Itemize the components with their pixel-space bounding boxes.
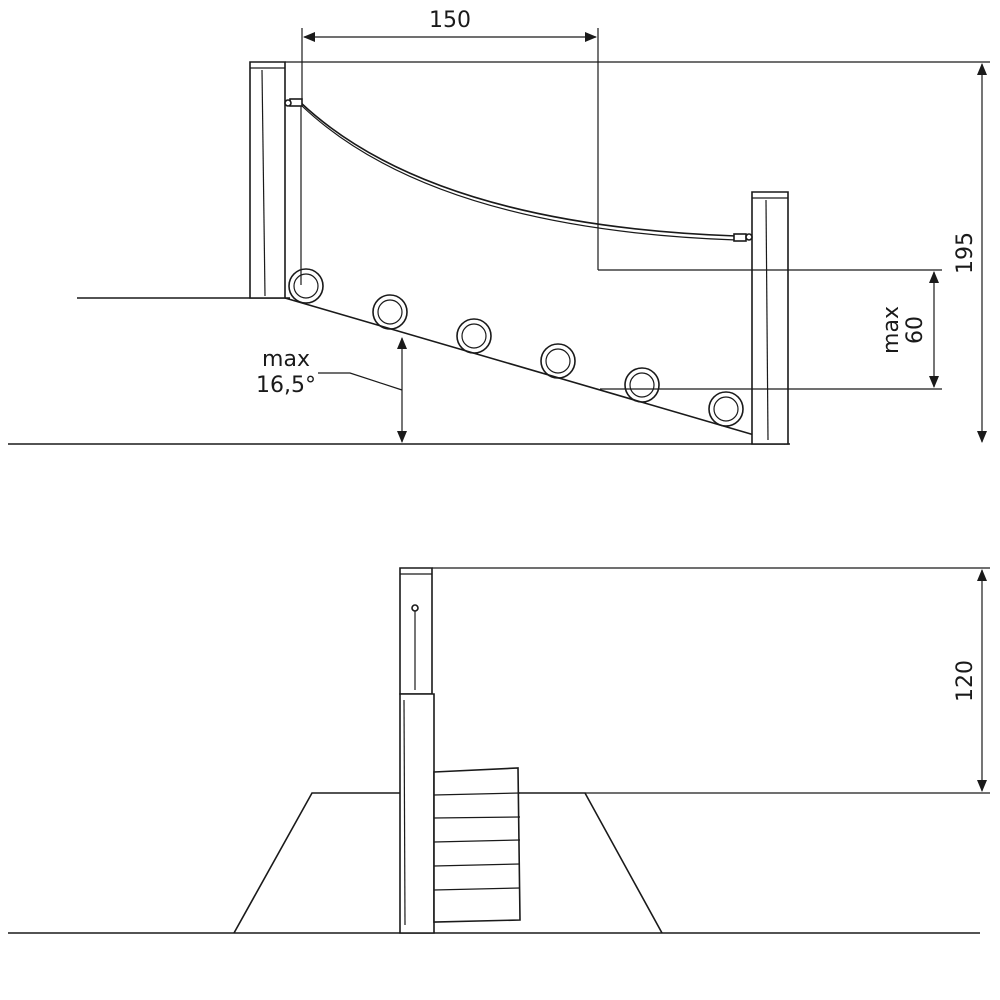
front-view: 120 bbox=[8, 567, 990, 934]
left-post bbox=[249, 61, 286, 299]
front-chain-eye bbox=[411, 604, 419, 612]
log-step bbox=[540, 343, 576, 379]
left-rope-clamp bbox=[289, 98, 303, 107]
slope-line bbox=[284, 297, 786, 445]
max-height-label: max bbox=[879, 306, 904, 354]
right-post-grain bbox=[765, 199, 769, 441]
right-rope-clamp bbox=[733, 233, 747, 242]
right-post bbox=[751, 191, 789, 445]
left-post-grain bbox=[261, 69, 266, 297]
max-height-value: 60 bbox=[903, 316, 928, 344]
log-steps bbox=[288, 268, 744, 427]
log-step bbox=[372, 294, 408, 330]
angle-label: max bbox=[262, 347, 310, 372]
right-rope-eye bbox=[745, 233, 753, 241]
front-post-grain bbox=[403, 699, 406, 926]
front-height-dimension-label: 120 bbox=[953, 660, 978, 702]
angle-leader bbox=[318, 372, 403, 391]
front-post-lower bbox=[399, 693, 435, 934]
log-step bbox=[456, 318, 492, 354]
height-dimension-label: 195 bbox=[953, 232, 978, 274]
log-step bbox=[288, 268, 324, 304]
front-post-upper bbox=[399, 567, 433, 695]
front-mound-right bbox=[518, 792, 663, 934]
width-dimension-label: 150 bbox=[429, 8, 471, 33]
front-log-stack bbox=[433, 767, 521, 923]
log-step bbox=[708, 391, 744, 427]
log-step bbox=[624, 367, 660, 403]
side-view: 150 195 max 60 max 16,5° bbox=[8, 8, 990, 445]
hand-rope bbox=[299, 101, 737, 237]
left-rope-eye bbox=[284, 99, 292, 107]
angle-value: 16,5° bbox=[256, 373, 316, 398]
hand-rope-inner bbox=[301, 105, 737, 241]
front-mound-left bbox=[233, 792, 400, 934]
